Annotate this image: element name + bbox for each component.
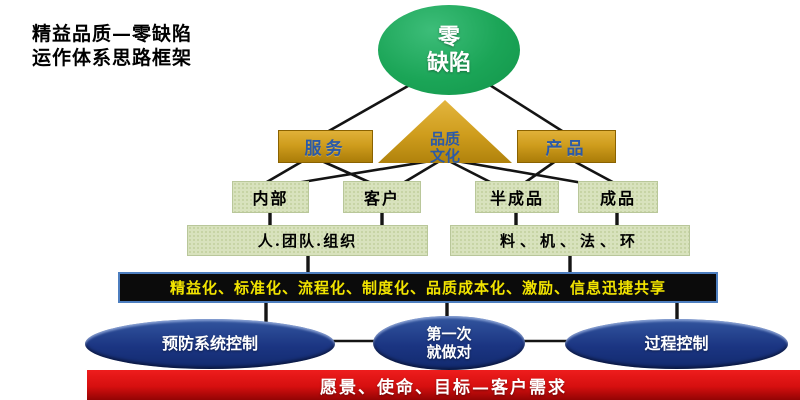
ellipse-first-time-right: 第一次 就做对 xyxy=(373,316,525,370)
box-internal: 内部 xyxy=(232,181,309,213)
box-material-machine-method-environment: 料、机、法、环 xyxy=(450,225,690,256)
pillar-box-service: 服务 xyxy=(278,130,373,163)
box-customer: 客户 xyxy=(343,181,421,213)
box-semi-finished: 半成品 xyxy=(475,181,559,213)
ellipse-process-control: 过程控制 xyxy=(565,319,788,369)
connector-line xyxy=(444,157,601,188)
box-finished: 成品 xyxy=(578,181,658,213)
slide-title: 精益品质—零缺陷 运作体系思路框架 xyxy=(32,23,193,69)
triangle-label: 品质 文化 xyxy=(429,130,460,165)
goal-ellipse-zero-defect: 零 缺陷 xyxy=(378,5,520,95)
pillar-box-product: 产品 xyxy=(517,130,616,163)
connector-line xyxy=(319,80,416,138)
foundation-bar: 愿景、使命、目标—客户需求 xyxy=(87,370,800,400)
box-people-team-organization: 人.团队.组织 xyxy=(187,225,428,256)
pillar-triangle-quality-culture: 品质 文化 xyxy=(378,100,512,165)
connector-line xyxy=(484,80,571,138)
ellipse-prevention-system-control: 预防系统控制 xyxy=(85,319,335,369)
methods-bar: 精益化、标准化、流程化、制度化、品质成本化、激励、信息迅捷共享 xyxy=(118,272,718,303)
